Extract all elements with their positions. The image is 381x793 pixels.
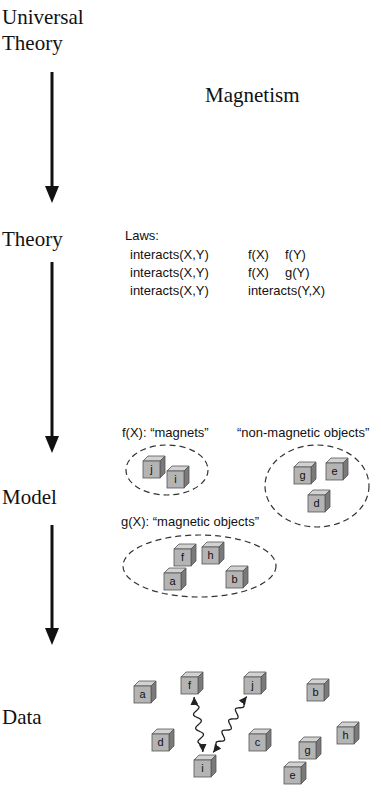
law-term: interacts(X,Y): [130, 247, 209, 263]
object-letter: c: [249, 734, 266, 751]
object-letter: h: [202, 547, 219, 564]
object-cube: j: [143, 456, 165, 478]
group-heading: f(X): “magnets”: [121, 425, 210, 441]
group-ellipse: f(X): “magnets”ji: [125, 444, 209, 496]
group-heading: “non-magnetic objects”: [236, 425, 370, 441]
object-letter: f: [181, 677, 198, 694]
object-cube: c: [249, 729, 271, 751]
object-letter: b: [307, 684, 324, 701]
law-term: f(X): [248, 247, 269, 263]
dashed-ellipse: [122, 534, 277, 598]
object-cube: g: [299, 737, 321, 759]
down-arrow: [45, 72, 59, 203]
law-term: f(Y): [285, 247, 306, 263]
object-letter: j: [244, 677, 261, 694]
laws-heading: Laws:: [125, 228, 159, 244]
object-cube: d: [308, 490, 330, 512]
level-name: Model: [2, 484, 57, 510]
object-cube: d: [152, 729, 174, 751]
law-term: interacts(X,Y): [130, 265, 209, 281]
object-cube: i: [167, 466, 189, 488]
object-letter: a: [164, 573, 181, 590]
topic-name: Magnetism: [205, 82, 300, 108]
object-cube: h: [337, 722, 359, 744]
law-term: g(Y): [285, 265, 310, 281]
object-cube: g: [294, 462, 316, 484]
cube-shape: [181, 672, 203, 694]
law-term: f(X): [248, 265, 269, 281]
object-cube: f: [181, 672, 203, 694]
law-term: interacts(X,Y): [130, 283, 209, 299]
object-cube: a: [134, 681, 156, 703]
group-heading: g(X): “magnetic objects”: [120, 514, 260, 530]
cube-shape: [143, 456, 165, 478]
object-cube: b: [226, 566, 248, 588]
group-ellipse: g(X): “magnetic objects”fhab: [122, 534, 277, 598]
object-letter: g: [294, 467, 311, 484]
down-arrow: [45, 262, 59, 453]
object-cube: b: [307, 679, 329, 701]
cube-shape: [174, 544, 196, 566]
interaction-arrow: [194, 697, 204, 752]
object-letter: d: [308, 495, 325, 512]
level-name: Data: [2, 704, 42, 730]
object-cube: f: [174, 544, 196, 566]
object-letter: g: [299, 742, 316, 759]
cube-shape: [194, 755, 216, 777]
cube-shape: [167, 466, 189, 488]
interaction-arrow: [213, 697, 247, 753]
object-letter: e: [326, 463, 343, 480]
object-cube: i: [194, 755, 216, 777]
object-letter: i: [194, 760, 211, 777]
object-letter: j: [143, 461, 160, 478]
group-ellipse: “non-magnetic objects”ged: [264, 444, 370, 528]
law-term: interacts(Y,X): [248, 283, 325, 299]
object-letter: a: [134, 686, 151, 703]
object-letter: e: [284, 767, 301, 784]
object-letter: d: [152, 734, 169, 751]
cube-shape: [244, 672, 266, 694]
object-cube: j: [244, 672, 266, 694]
level-name: Theory: [2, 226, 63, 252]
down-arrow: [45, 525, 59, 645]
object-letter: i: [167, 471, 184, 488]
object-cube: e: [326, 458, 348, 480]
object-letter: h: [337, 727, 354, 744]
dashed-ellipse: [264, 444, 370, 528]
object-cube: h: [202, 542, 224, 564]
level-name: Universal Theory: [2, 4, 102, 56]
object-letter: f: [174, 549, 191, 566]
object-cube: a: [164, 568, 186, 590]
object-letter: b: [226, 571, 243, 588]
object-cube: e: [284, 762, 306, 784]
